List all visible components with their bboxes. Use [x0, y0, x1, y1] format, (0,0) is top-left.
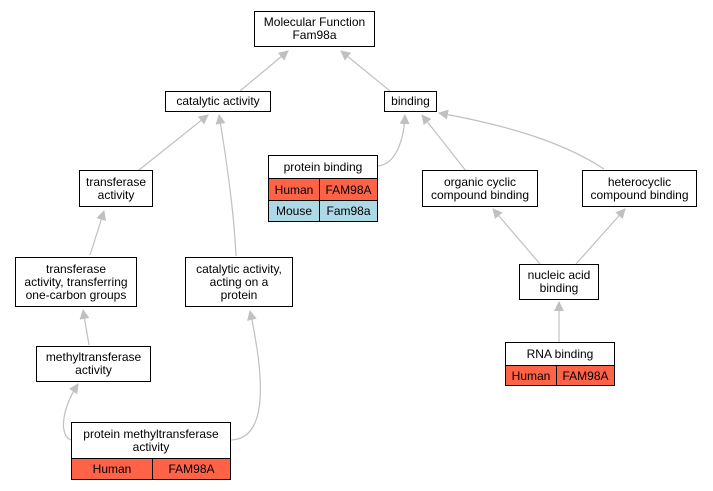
- node-protein-binding[interactable]: protein binding Human FAM98A Mouse Fam98…: [268, 155, 378, 222]
- edge-protein-methyl-to-catalytic-protein: [229, 310, 261, 441]
- edge-transferase-to-catalytic: [138, 114, 209, 171]
- node-organic-cyclic-compound-binding[interactable]: organic cyclic compound binding: [422, 170, 538, 207]
- node-label: transferase activity: [85, 174, 147, 202]
- gene-cell: FAM98A: [319, 179, 377, 200]
- edge-protein-binding-to-binding: [377, 114, 410, 167]
- gene-cell: FAM98A: [152, 459, 230, 479]
- node-label: organic cyclic compound binding: [430, 174, 530, 202]
- node-molecular-function-root[interactable]: Molecular Function Fam98a: [254, 11, 375, 47]
- edge-heterocyclic-to-binding: [438, 109, 605, 170]
- node-label: catalytic activity: [176, 94, 260, 108]
- node-label: protein methyltransferase activity: [83, 426, 219, 454]
- edge-methyl-to-one-carbon: [79, 309, 90, 346]
- node-binding[interactable]: binding: [384, 91, 437, 112]
- node-label: heterocyclic compound binding: [590, 174, 689, 202]
- node-transferase-activity[interactable]: transferase activity: [79, 170, 153, 207]
- node-transferase-one-carbon[interactable]: transferase activity, transferring one-c…: [15, 257, 137, 307]
- species-cell: Human: [511, 368, 551, 383]
- edge-catalytic-to-root: [239, 50, 289, 92]
- species-cell: Mouse: [275, 204, 313, 218]
- node-methyltransferase-activity[interactable]: methyltransferase activity: [36, 346, 151, 382]
- node-label: Molecular Function Fam98a: [263, 15, 366, 42]
- node-label: nucleic acid binding: [527, 268, 591, 295]
- annotation-row-human: Human FAM98A: [72, 458, 230, 479]
- edge-binding-to-root: [340, 50, 391, 92]
- edge-nucleic-to-heterocyclic: [575, 208, 626, 265]
- node-label: RNA binding: [526, 346, 594, 361]
- species-cell: Human: [92, 462, 132, 476]
- edge-nucleic-to-organic: [492, 208, 541, 265]
- gene-cell: Fam98a: [319, 201, 377, 221]
- node-label: catalytic activity, acting on a protein: [196, 261, 282, 302]
- node-label: transferase activity, transferring one-c…: [24, 261, 128, 302]
- species-cell: Human: [274, 182, 314, 197]
- annotation-row-human: Human FAM98A: [269, 178, 377, 200]
- gene-cell: FAM98A: [556, 366, 614, 385]
- node-label: binding: [391, 94, 430, 108]
- edge-one-carbon-to-transferase: [89, 210, 107, 256]
- edge-catalytic-protein-to-catalytic: [215, 114, 237, 257]
- node-rna-binding[interactable]: RNA binding Human FAM98A: [505, 342, 615, 386]
- node-catalytic-activity-on-protein[interactable]: catalytic activity, acting on a protein: [185, 257, 293, 307]
- annotation-row-mouse: Mouse Fam98a: [269, 200, 377, 221]
- node-label: protein binding: [283, 159, 363, 174]
- edge-organic-to-binding: [421, 114, 467, 172]
- node-protein-methyltransferase-activity[interactable]: protein methyltransferase activity Human…: [71, 422, 231, 480]
- node-nucleic-acid-binding[interactable]: nucleic acid binding: [519, 264, 599, 300]
- edge-protein-methyl-to-methyl: [62, 383, 79, 441]
- node-catalytic-activity[interactable]: catalytic activity: [165, 91, 271, 112]
- node-label: methyltransferase activity: [45, 350, 142, 377]
- annotation-row-human: Human FAM98A: [506, 365, 614, 385]
- node-heterocyclic-compound-binding[interactable]: heterocyclic compound binding: [582, 170, 697, 207]
